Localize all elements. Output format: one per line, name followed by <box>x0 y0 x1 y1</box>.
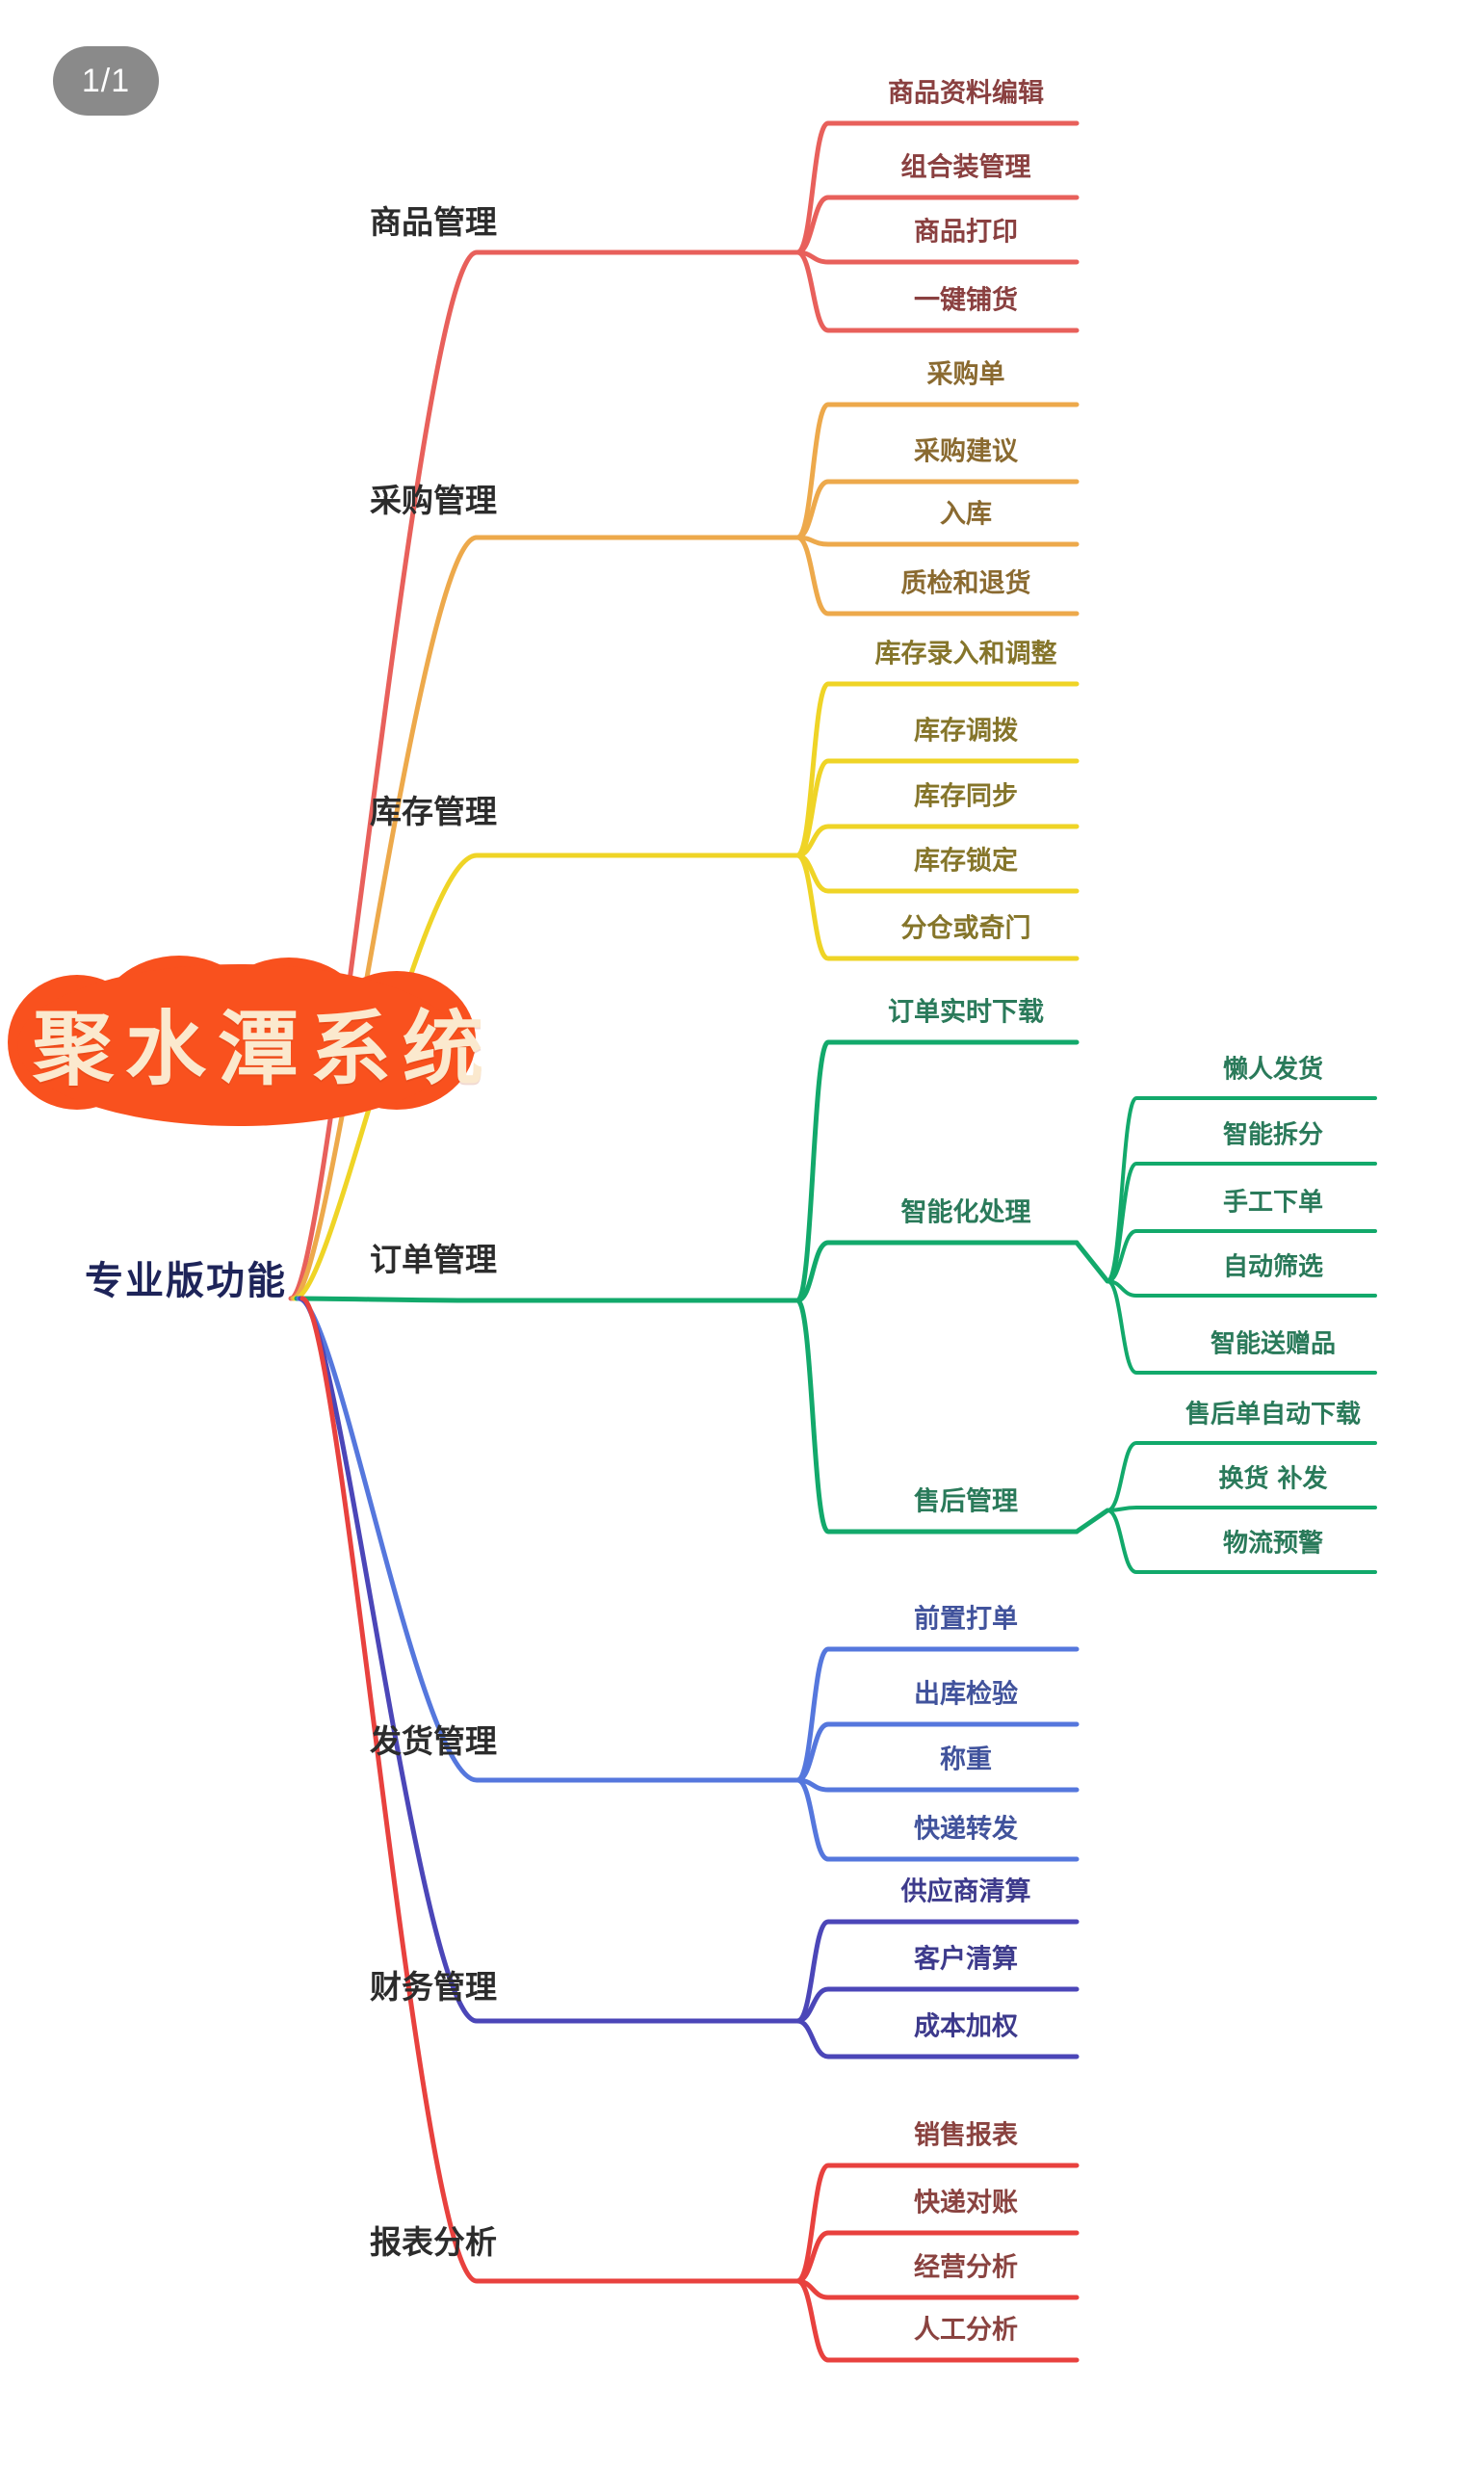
leaf-label-6-2[interactable]: 客户清算 <box>914 1944 1018 1975</box>
leaf-label-4-2-1[interactable]: 懒人发货 <box>1222 1055 1324 1085</box>
leaf-label-5-2[interactable]: 出库检验 <box>914 1679 1018 1710</box>
leaf-label-3-1[interactable]: 库存录入和调整 <box>874 639 1057 669</box>
branch-label-5[interactable]: 发货管理 <box>370 1722 497 1760</box>
leaf-label-4-2-3[interactable]: 手工下单 <box>1222 1188 1324 1218</box>
leaf-label-4-2-2[interactable]: 智能拆分 <box>1222 1120 1324 1150</box>
branch-label-1[interactable]: 商品管理 <box>370 203 497 241</box>
leaf-label-5-3[interactable]: 称重 <box>940 1745 992 1775</box>
branch-label-7[interactable]: 报表分析 <box>370 2223 497 2261</box>
branch-label-6[interactable]: 财务管理 <box>370 1968 497 2006</box>
leaf-label-5-1[interactable]: 前置打单 <box>914 1604 1018 1635</box>
leaf-label-3-4[interactable]: 库存锁定 <box>914 846 1018 877</box>
leaf-label-4-3-1[interactable]: 售后单自动下载 <box>1185 1400 1362 1430</box>
leaf-label-1-4[interactable]: 一键铺货 <box>914 285 1018 316</box>
leaf-label-1-2[interactable]: 组合装管理 <box>900 152 1031 183</box>
branch-label-2[interactable]: 采购管理 <box>370 482 497 519</box>
subnode-label-4-3[interactable]: 售后管理 <box>914 1486 1018 1517</box>
leaf-label-4-2-5[interactable]: 智能送赠品 <box>1210 1329 1337 1359</box>
leaf-label-7-3[interactable]: 经营分析 <box>914 2252 1018 2283</box>
leaf-label-2-1[interactable]: 采购单 <box>926 359 1005 390</box>
leaf-label-6-3[interactable]: 成本加权 <box>914 2011 1018 2042</box>
leaf-label-3-3[interactable]: 库存同步 <box>914 781 1018 812</box>
leaf-label-3-5[interactable]: 分仓或奇门 <box>900 913 1031 944</box>
leaf-label-4-3-2[interactable]: 换货 补发 <box>1218 1464 1328 1494</box>
leaf-label-5-4[interactable]: 快递转发 <box>914 1814 1018 1845</box>
subnode-label-4-2[interactable]: 智能化处理 <box>900 1197 1031 1228</box>
root-banner-title: 聚水潭系统 <box>32 1001 495 1096</box>
leaf-label-7-2[interactable]: 快递对账 <box>914 2188 1018 2218</box>
page-indicator-badge: 1/1 <box>53 46 159 116</box>
leaf-label-7-4[interactable]: 人工分析 <box>914 2315 1018 2346</box>
leaf-label-2-3[interactable]: 入库 <box>940 499 992 530</box>
leaf-label-1-1[interactable]: 商品资料编辑 <box>888 78 1044 109</box>
leaf-label-2-2[interactable]: 采购建议 <box>914 436 1018 467</box>
leaf-label-1-3[interactable]: 商品打印 <box>914 217 1018 248</box>
leaf-label-4-3-3[interactable]: 物流预警 <box>1222 1529 1324 1559</box>
leaf-label-7-1[interactable]: 销售报表 <box>914 2120 1018 2151</box>
branch-label-3[interactable]: 库存管理 <box>370 793 497 830</box>
leaf-label-3-2[interactable]: 库存调拨 <box>914 716 1018 747</box>
root-banner: 聚水潭系统 <box>8 954 508 1132</box>
leaf-label-6-1[interactable]: 供应商清算 <box>900 1876 1031 1907</box>
page-indicator-label: 1/1 <box>81 62 131 99</box>
leaf-label-2-4[interactable]: 质检和退货 <box>900 568 1031 599</box>
leaf-label-4-2-4[interactable]: 自动筛选 <box>1222 1252 1324 1282</box>
branch-label-4[interactable]: 订单管理 <box>370 1241 497 1278</box>
subnode-label-4-1[interactable]: 订单实时下载 <box>888 997 1044 1028</box>
root-subtitle: 专业版功能 <box>85 1259 287 1303</box>
